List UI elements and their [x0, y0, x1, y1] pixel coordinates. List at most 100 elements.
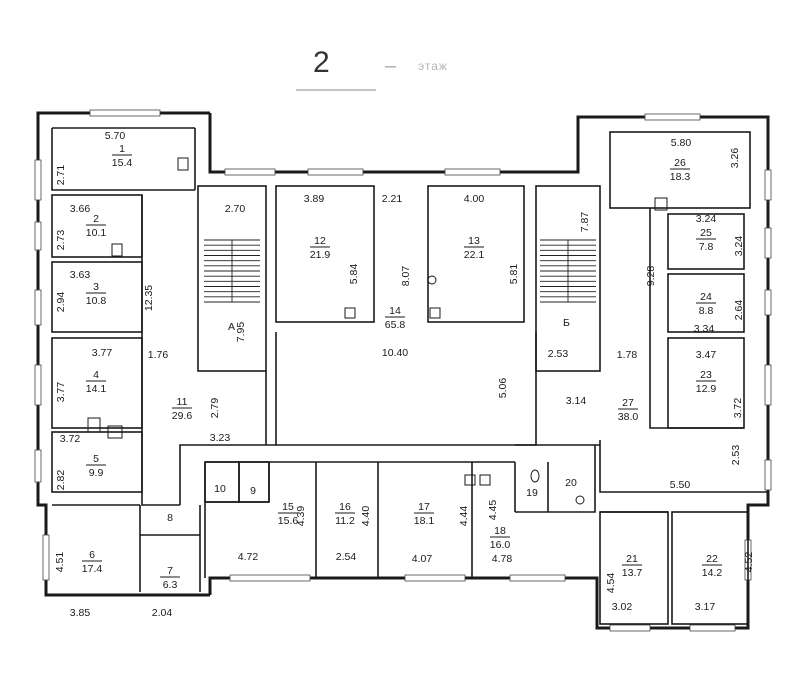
room-area-1: 15.4	[112, 157, 133, 169]
dimension-label: 2.21	[382, 193, 403, 205]
dimension-label: 3.47	[696, 349, 717, 361]
dimension-label: 3.26	[729, 148, 741, 169]
dimension-label: 3.02	[612, 601, 633, 613]
room-number-15: 15	[282, 501, 294, 513]
dimension-label: 1.78	[617, 349, 638, 361]
room-area-16: 11.2	[335, 515, 355, 527]
dimension-label: 5.70	[105, 130, 126, 142]
dimension-label: 3.23	[210, 432, 231, 444]
room-number-11: 11	[177, 396, 188, 408]
dimension-label: 2.53	[730, 445, 742, 466]
room-number-26: 26	[674, 157, 686, 169]
dimension-label: 8.07	[400, 266, 412, 287]
room-area-17: 18.1	[414, 515, 435, 527]
room-area-7: 6.3	[163, 579, 178, 591]
dimension-label: 3.72	[60, 433, 81, 445]
dimension-label: 2.71	[55, 165, 67, 186]
dimension-label: 3.34	[694, 323, 715, 335]
room-area-25: 7.8	[699, 241, 714, 253]
floor-dash: –	[385, 55, 397, 77]
room-number-16: 16	[339, 501, 351, 513]
room-number-12: 12	[314, 235, 326, 247]
room-number-22: 22	[706, 553, 718, 565]
dimension-label: 5.06	[497, 378, 509, 399]
room-number-5: 5	[93, 453, 99, 465]
floor-word: этаж	[418, 59, 448, 73]
room-area-24: 8.8	[699, 305, 714, 317]
dimension-label: 5.80	[671, 137, 692, 149]
dimension-label: 2.04	[152, 607, 173, 619]
room-area-15: 15.6	[278, 515, 299, 527]
room-area-14: 65.8	[385, 319, 406, 331]
dimension-label: 4.40	[360, 506, 372, 527]
room-area-21: 13.7	[622, 567, 643, 579]
dimension-label: 3.24	[696, 213, 717, 225]
room-area-23: 12.9	[696, 383, 717, 395]
dimension-label: 2.53	[548, 348, 569, 360]
dimension-label: 3.66	[70, 203, 91, 215]
dimension-label: 2.70	[225, 203, 246, 215]
room-area-2: 10.1	[86, 227, 107, 239]
dimension-label: 4.78	[492, 553, 513, 565]
room-number-17: 17	[418, 501, 430, 513]
dimension-label: 12.35	[143, 285, 155, 311]
room-number-3: 3	[93, 281, 99, 293]
dimension-label: 4.44	[458, 506, 470, 527]
dimension-label: 1.76	[148, 349, 169, 361]
dimension-label: 2.64	[733, 300, 745, 321]
floor-number: 2	[313, 46, 330, 79]
dimension-label: 3.63	[70, 269, 91, 281]
dimension-label: 2.82	[55, 470, 67, 491]
room-area-13: 22.1	[464, 249, 485, 261]
stair-a-label: А	[228, 321, 235, 333]
dimension-label: 3.77	[55, 382, 67, 403]
room-number-23: 23	[700, 369, 712, 381]
interior-walls	[51, 127, 768, 625]
room-number-9: 9	[250, 485, 256, 497]
dimension-label: 3.89	[304, 193, 325, 205]
room-area-3: 10.8	[86, 295, 107, 307]
room-number-27: 27	[622, 397, 634, 409]
room-number-13: 13	[468, 235, 480, 247]
dimension-label: 7.95	[235, 322, 247, 343]
room-number-14: 14	[389, 305, 401, 317]
stair-a	[204, 239, 260, 303]
dimension-label: 4.54	[605, 573, 617, 594]
room-number-8: 8	[167, 512, 173, 524]
dimension-label: 3.24	[733, 236, 745, 257]
dimension-label: 3.85	[70, 607, 91, 619]
windows	[34, 109, 772, 632]
dimension-label: 2.94	[55, 292, 67, 313]
dimension-label: 4.52	[743, 552, 755, 573]
fixtures	[87, 157, 668, 505]
room-number-7: 7	[167, 565, 173, 577]
dimension-label: 4.45	[487, 500, 499, 521]
dimension-label: 5.50	[670, 479, 691, 491]
dimension-label: 4.07	[412, 553, 433, 565]
stair-b-label: Б	[563, 317, 570, 329]
room-area-18: 16.0	[490, 539, 511, 551]
dimension-label: 3.17	[695, 601, 716, 613]
room-number-19: 19	[526, 487, 538, 499]
stair-b	[540, 239, 596, 303]
dimension-label: 3.14	[566, 395, 587, 407]
room-area-27: 38.0	[618, 411, 639, 423]
room-number-2: 2	[93, 213, 99, 225]
dimension-label: 4.72	[238, 551, 259, 563]
room-number-21: 21	[626, 553, 638, 565]
dimension-label: 4.39	[295, 506, 307, 527]
room-number-18: 18	[494, 525, 506, 537]
dimension-label: 2.73	[55, 230, 67, 251]
dimension-label: 2.79	[209, 398, 221, 419]
room-number-24: 24	[700, 291, 712, 303]
room-area-5: 9.9	[89, 467, 104, 479]
room-number-20: 20	[565, 477, 577, 489]
room-area-11: 29.6	[172, 410, 193, 422]
dimension-label: 4.00	[464, 193, 485, 205]
dimension-label: 9.28	[645, 266, 657, 287]
room-area-26: 18.3	[670, 171, 691, 183]
room-area-12: 21.9	[310, 249, 331, 261]
dimension-label: 3.77	[92, 347, 113, 359]
